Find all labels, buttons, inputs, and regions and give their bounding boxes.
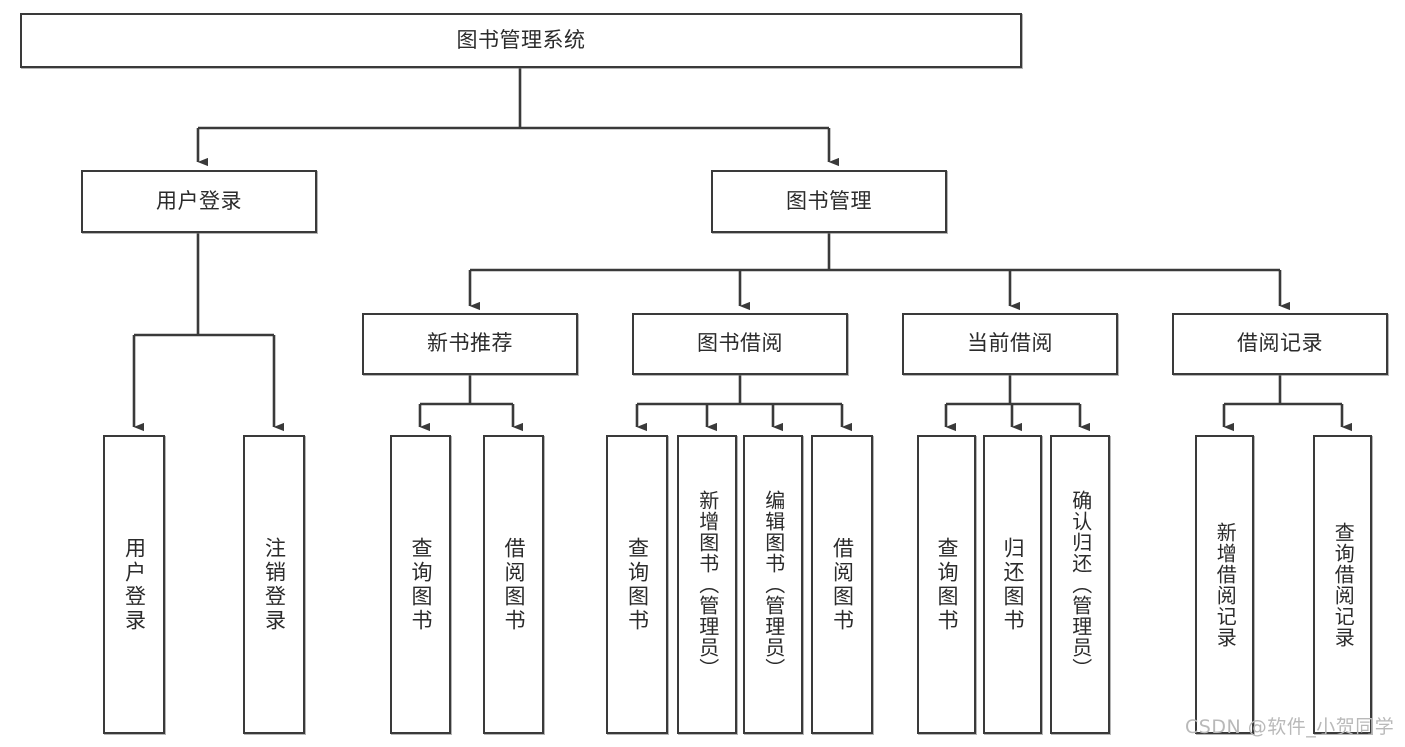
- node-book-management-label: 图书管理: [786, 188, 872, 213]
- node-leaf-borrow-book-1[interactable]: 借阅图书: [483, 435, 544, 734]
- node-leaf-query-book-3[interactable]: 查询图书: [917, 435, 976, 734]
- node-leaf-query-book-1[interactable]: 查询图书: [390, 435, 451, 734]
- node-book-borrow[interactable]: 图书借阅: [632, 313, 848, 375]
- node-leaf-borrow-book-2-label: 借阅图书: [830, 536, 855, 633]
- node-root-label: 图书管理系统: [456, 27, 586, 52]
- node-leaf-query-book-3-label: 查询图书: [934, 536, 959, 633]
- node-leaf-user-logout-label: 注销登录: [262, 536, 287, 633]
- node-borrow-record[interactable]: 借阅记录: [1172, 313, 1388, 375]
- node-leaf-add-book[interactable]: 新增图书（管理员）: [677, 435, 737, 734]
- node-root[interactable]: 图书管理系统: [20, 13, 1022, 68]
- node-leaf-edit-book[interactable]: 编辑图书（管理员）: [743, 435, 803, 734]
- node-borrow-record-label: 借阅记录: [1237, 331, 1323, 356]
- node-book-management[interactable]: 图书管理: [711, 170, 947, 233]
- node-leaf-confirm-return[interactable]: 确认归还（管理员）: [1050, 435, 1110, 734]
- node-leaf-query-book-1-label: 查询图书: [408, 536, 433, 633]
- node-current-borrow[interactable]: 当前借阅: [902, 313, 1118, 375]
- node-leaf-user-login[interactable]: 用户登录: [103, 435, 165, 734]
- node-leaf-query-book-2[interactable]: 查询图书: [606, 435, 668, 734]
- node-user-login-label: 用户登录: [156, 188, 242, 213]
- node-leaf-add-record-label: 新增借阅记录: [1213, 521, 1238, 648]
- node-leaf-add-book-label: 新增图书（管理员）: [695, 490, 720, 679]
- node-book-borrow-label: 图书借阅: [697, 331, 783, 356]
- node-user-login[interactable]: 用户登录: [81, 170, 317, 233]
- node-leaf-query-book-2-label: 查询图书: [625, 536, 650, 633]
- node-leaf-query-record-label: 查询借阅记录: [1331, 521, 1356, 648]
- node-leaf-edit-book-label: 编辑图书（管理员）: [761, 490, 786, 679]
- node-leaf-user-logout[interactable]: 注销登录: [243, 435, 305, 734]
- node-leaf-return-book-label: 归还图书: [1000, 536, 1025, 633]
- node-new-book-recommend-label: 新书推荐: [427, 331, 513, 356]
- node-leaf-add-record[interactable]: 新增借阅记录: [1195, 435, 1254, 734]
- node-leaf-confirm-return-label: 确认归还（管理员）: [1068, 490, 1093, 679]
- node-current-borrow-label: 当前借阅: [967, 331, 1053, 356]
- node-leaf-borrow-book-1-label: 借阅图书: [501, 536, 526, 633]
- node-leaf-user-login-label: 用户登录: [122, 536, 147, 633]
- node-leaf-return-book[interactable]: 归还图书: [983, 435, 1042, 734]
- node-new-book-recommend[interactable]: 新书推荐: [362, 313, 578, 375]
- node-leaf-query-record[interactable]: 查询借阅记录: [1313, 435, 1372, 734]
- node-leaf-borrow-book-2[interactable]: 借阅图书: [811, 435, 873, 734]
- csdn-watermark: CSDN @软件_小贺同学: [1185, 716, 1395, 738]
